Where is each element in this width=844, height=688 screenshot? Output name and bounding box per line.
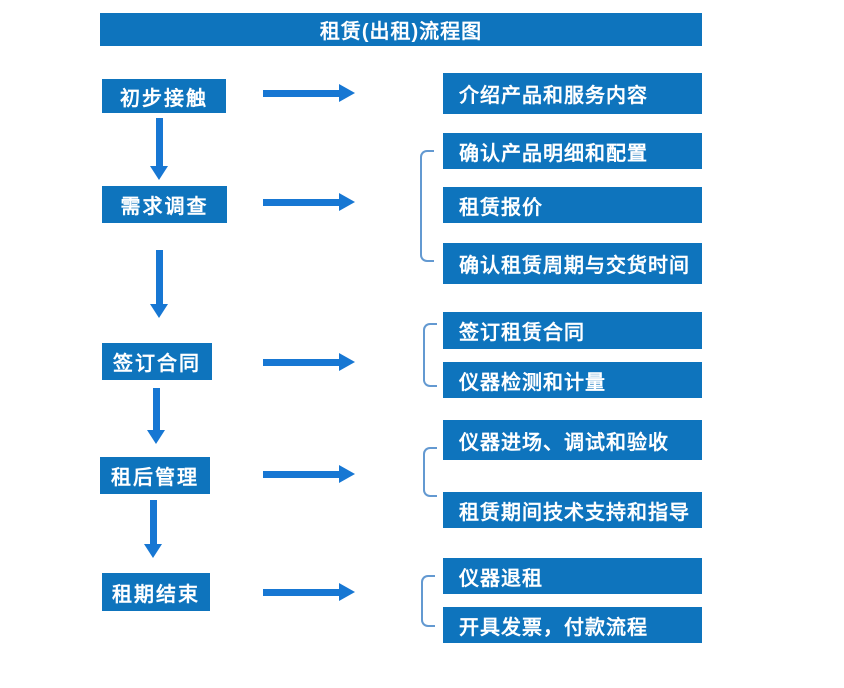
detail-label: 仪器退租 [459, 567, 543, 590]
step-initial-contact: 初步接触 [102, 79, 226, 113]
arrow-head [339, 193, 355, 211]
arrow-head [150, 166, 168, 180]
detail-label: 仪器进场、调试和验收 [459, 431, 669, 454]
detail-label: 租赁报价 [459, 196, 543, 219]
arrow-head [147, 430, 165, 444]
step-sign-contract: 签订合同 [102, 343, 212, 380]
detail-label: 确认租赁周期与交货时间 [459, 255, 690, 277]
step-label: 租期结束 [112, 583, 200, 606]
detail-label: 确认产品明细和配置 [459, 142, 648, 165]
arrow-head [144, 544, 162, 558]
arrow-shaft [155, 250, 163, 305]
detail-confirm-rental-period: 确认租赁周期与交货时间 [443, 243, 702, 284]
down-arrow-2 [150, 250, 168, 318]
down-arrow-3 [147, 388, 165, 444]
detail-confirm-product-details: 确认产品明细和配置 [443, 133, 702, 169]
group-bracket-1 [420, 150, 434, 262]
detail-label: 介绍产品和服务内容 [459, 85, 648, 107]
arrow-shaft [263, 588, 341, 596]
detail-introduce-products: 介绍产品和服务内容 [443, 73, 702, 114]
arrow-shaft [149, 500, 157, 545]
arrow-shaft [263, 358, 341, 366]
arrow-head [339, 353, 355, 371]
right-arrow-3 [263, 353, 355, 371]
step-label: 需求调查 [120, 196, 209, 218]
arrow-shaft [263, 198, 341, 206]
arrow-head [150, 304, 168, 318]
detail-instrument-inspection: 仪器检测和计量 [443, 362, 702, 398]
arrow-shaft [152, 388, 160, 431]
right-arrow-2 [263, 193, 355, 211]
step-post-rental-management: 租后管理 [100, 457, 210, 494]
arrow-shaft [263, 89, 341, 97]
detail-label: 仪器检测和计量 [459, 371, 606, 394]
flowchart-title: 租赁(出租)流程图 [319, 21, 483, 43]
down-arrow-1 [150, 118, 168, 180]
step-label: 租后管理 [111, 467, 199, 489]
detail-label: 签订租赁合同 [459, 322, 585, 344]
down-arrow-4 [144, 500, 162, 558]
flowchart-title-bar: 租赁(出租)流程图 [100, 13, 702, 46]
detail-sign-rental-contract: 签订租赁合同 [443, 312, 702, 349]
step-lease-end: 租期结束 [102, 573, 210, 611]
step-demand-survey: 需求调查 [102, 186, 227, 223]
step-label: 初步接触 [120, 87, 208, 110]
detail-invoice-payment: 开具发票，付款流程 [443, 607, 702, 643]
detail-instrument-return: 仪器退租 [443, 558, 702, 594]
detail-instrument-setup-acceptance: 仪器进场、调试和验收 [443, 420, 702, 460]
right-arrow-4 [263, 465, 355, 483]
arrow-head [339, 583, 355, 601]
detail-label: 开具发票，付款流程 [459, 616, 648, 639]
right-arrow-1 [263, 84, 355, 102]
group-bracket-3 [423, 447, 437, 497]
arrow-shaft [263, 470, 341, 478]
detail-label: 租赁期间技术支持和指导 [459, 501, 690, 524]
group-bracket-4 [421, 575, 435, 627]
arrow-shaft [155, 118, 163, 167]
detail-tech-support: 租赁期间技术支持和指导 [443, 492, 702, 528]
detail-rental-quote: 租赁报价 [443, 187, 702, 223]
right-arrow-5 [263, 583, 355, 601]
arrow-head [339, 84, 355, 102]
arrow-head [339, 465, 355, 483]
step-label: 签订合同 [113, 353, 201, 375]
group-bracket-2 [423, 323, 437, 387]
